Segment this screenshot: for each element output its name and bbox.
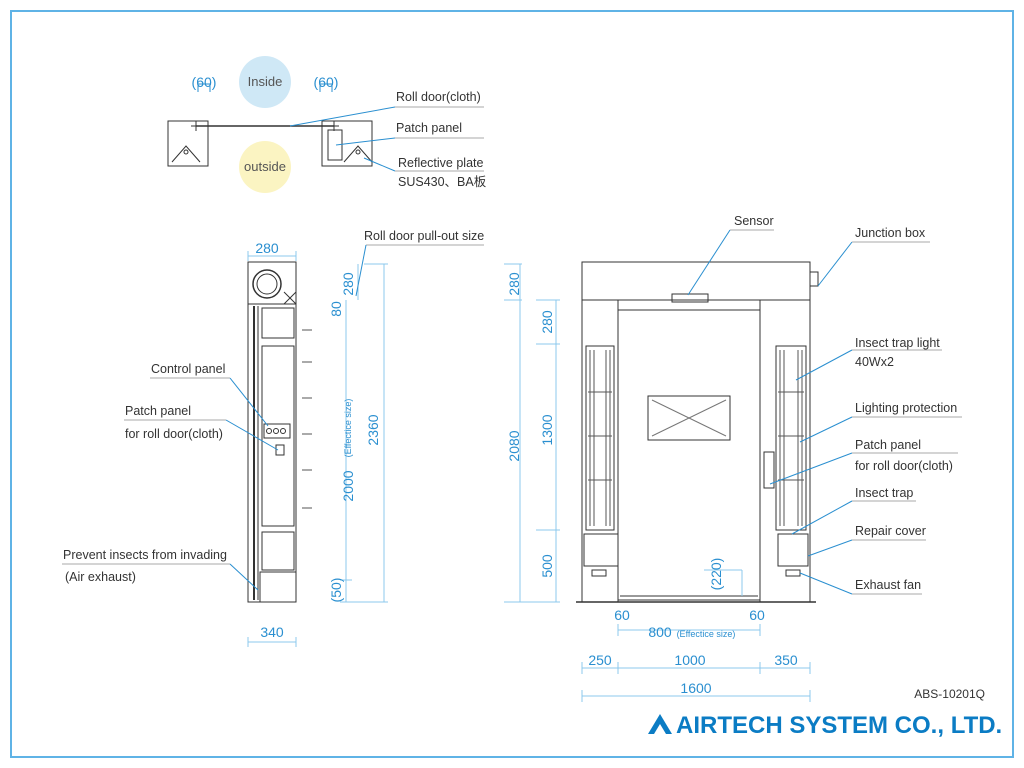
left-housing-plan — [167, 120, 209, 167]
side-housing — [247, 261, 297, 603]
front-dim-220: (220) — [708, 558, 724, 591]
callout-side-patch-panel-note: for roll door(cloth) — [125, 427, 223, 441]
front-dim-60-left: 60 — [614, 607, 630, 623]
plan-view — [167, 56, 484, 193]
right-housing-plan — [321, 120, 373, 167]
callout-insect-trap: Insect trap — [855, 486, 913, 500]
callout-junction-box: Junction box — [855, 226, 926, 240]
right-reflective-plate — [343, 145, 373, 163]
left-column — [581, 299, 619, 603]
callout-reflective-plate: Reflective plate — [398, 156, 484, 170]
front-dim-500: 500 — [539, 554, 555, 578]
junction-box — [809, 271, 819, 287]
door-panel — [617, 309, 761, 601]
callout-control-panel: Control panel — [151, 362, 225, 376]
callout-insect-trap-light-spec: 40Wx2 — [855, 355, 894, 369]
airtech-logo-icon — [648, 714, 672, 734]
front-dim-1000: 1000 — [674, 652, 705, 668]
outside-circle — [239, 141, 291, 193]
front-dim-800-note: (Effectice size) — [677, 629, 736, 639]
roll-drum — [252, 269, 282, 299]
callout-air-exhaust: (Air exhaust) — [65, 570, 136, 584]
side-bottom-width: 340 — [260, 624, 284, 640]
callout-patch-panel: Patch panel — [396, 121, 462, 135]
inside-circle — [239, 56, 291, 108]
side-top-width: 280 — [255, 240, 279, 256]
left-reflective-plate — [171, 145, 201, 163]
sensor-box — [671, 293, 709, 303]
side-dim-2360: 2360 — [365, 414, 381, 445]
callout-sensor: Sensor — [734, 214, 774, 228]
front-dim-800: 800 — [648, 624, 672, 640]
side-dim-50: (50) — [328, 578, 344, 603]
side-dim-280: 280 — [340, 272, 356, 296]
document-code: ABS-10201Q — [914, 687, 985, 701]
front-dim-250: 250 — [588, 652, 612, 668]
callout-reflective-material: SUS430、BA板 — [398, 175, 487, 189]
front-dim-1300: 1300 — [539, 414, 555, 445]
outside-label: outside — [244, 159, 286, 174]
front-dim-1600: 1600 — [680, 680, 711, 696]
callout-repair-cover: Repair cover — [855, 524, 926, 538]
plan-left-gap: (60) — [192, 74, 217, 90]
callout-exhaust-fan: Exhaust fan — [855, 578, 921, 592]
front-view — [504, 229, 962, 702]
plan-right-gap: (60) — [314, 74, 339, 90]
side-dim-2000-note: (Effectice size) — [343, 399, 353, 458]
side-dim-80: 80 — [328, 301, 344, 317]
front-dim-280: 280 — [539, 310, 555, 334]
side-dim-2000: 2000 — [340, 470, 356, 501]
side-view — [62, 244, 484, 647]
inside-label: Inside — [248, 74, 283, 89]
front-dim-280-top: 280 — [506, 272, 522, 296]
callout-pullout-size: Roll door pull-out size — [364, 229, 484, 243]
front-dim-350: 350 — [774, 652, 798, 668]
callout-lighting-protection: Lighting protection — [855, 401, 957, 415]
callout-front-patch-panel: Patch panel — [855, 438, 921, 452]
sheet-border — [10, 10, 1014, 758]
door-window — [647, 395, 731, 441]
callout-roll-door: Roll door(cloth) — [396, 90, 481, 104]
callout-side-patch-panel: Patch panel — [125, 404, 191, 418]
front-dim-60-right: 60 — [749, 607, 765, 623]
callout-prevent-insects: Prevent insects from invading — [63, 548, 227, 562]
callout-front-patch-panel-note: for roll door(cloth) — [855, 459, 953, 473]
company-name: AIRTECH SYSTEM CO., LTD. — [676, 712, 1002, 739]
front-dim-2080: 2080 — [506, 430, 522, 461]
control-panel-box — [263, 423, 291, 439]
callout-insect-trap-light: Insect trap light — [855, 336, 940, 350]
